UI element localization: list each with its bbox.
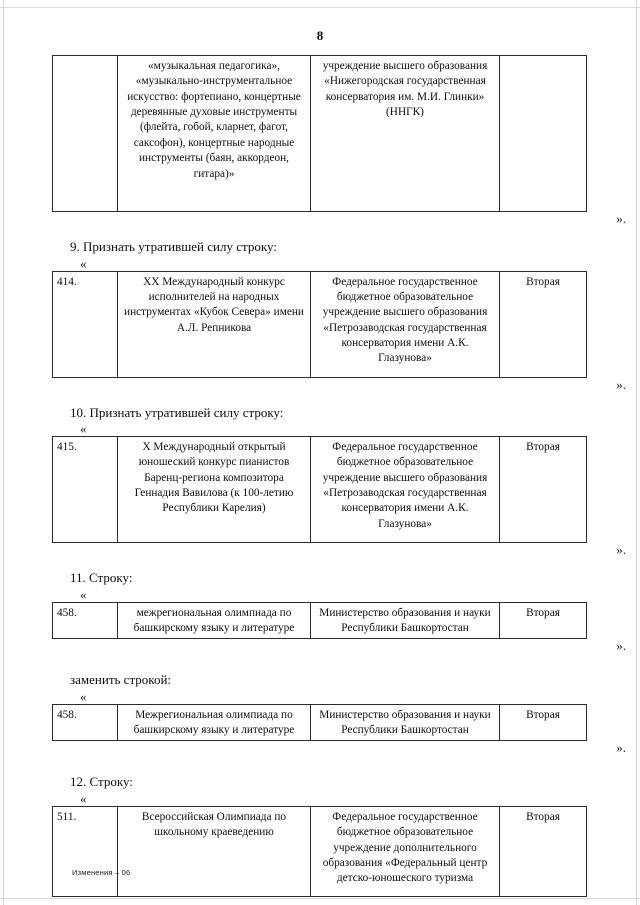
table-row: 511. Всероссийская Олимпиада по школьном…: [52, 805, 587, 897]
cell-category: Вторая: [499, 601, 587, 640]
cell-category: Вторая: [499, 805, 587, 897]
table-item-11: 458. межрегиональная олимпиада по башкир…: [52, 601, 587, 640]
table-item-11-replacement: 458. Межрегиональная олимпиада по башкир…: [52, 703, 587, 742]
paragraph-heading-10: 10. Признать утратившей силу строку:: [70, 404, 284, 420]
cell-number: 458.: [52, 601, 118, 640]
cell-name: межрегиональная олимпиада по башкирскому…: [117, 601, 311, 640]
cell-number: 458.: [52, 703, 118, 742]
quote-open-mark: «: [80, 421, 87, 436]
page-number: 8: [316, 28, 324, 43]
quote-close-mark: ».: [616, 376, 626, 392]
table-continued-top: «музыкальная педагогика», «музыкально-ин…: [52, 55, 587, 212]
paragraph-heading-9: 9. Признать утратившей силу строку:: [70, 239, 277, 254]
cell-category: [499, 55, 587, 212]
cell-category: Вторая: [499, 270, 587, 378]
cell-number: 414.: [52, 270, 118, 378]
footer-note: Изменения – 06: [72, 868, 131, 877]
cell-org: Федеральное государственное бюджетное об…: [310, 436, 500, 543]
table-row: «музыкальная педагогика», «музыкально-ин…: [52, 55, 587, 212]
cell-number: [52, 55, 118, 212]
quote-close-mark: ».: [616, 740, 626, 756]
cell-number: 511.: [52, 805, 118, 897]
cell-name: ХХ Международный конкурс исполнителей на…: [117, 270, 311, 378]
quote-open-mark: «: [80, 790, 87, 806]
cell-name: Х Международный открытый юношеский конку…: [117, 436, 311, 543]
table-row: 414. ХХ Международный конкурс исполнител…: [52, 270, 587, 378]
table-item-10: 415. Х Международный открытый юношеский …: [52, 436, 587, 543]
cell-org: Федеральное государственное бюджетное об…: [310, 805, 500, 897]
table-item-9: 414. ХХ Международный конкурс исполнител…: [52, 270, 587, 378]
cell-category: Вторая: [499, 703, 587, 742]
quote-open-mark: «: [80, 586, 87, 602]
quote-open-mark: «: [80, 688, 87, 704]
cell-number: 415.: [52, 436, 118, 543]
paragraph-heading-11: 11. Строку:: [70, 570, 133, 585]
cell-org: Министерство образования и науки Республ…: [310, 601, 500, 640]
cell-org: Федеральное государственное бюджетное об…: [310, 270, 500, 378]
quote-close-mark: ».: [616, 542, 626, 557]
cell-org: Министерство образования и науки Республ…: [310, 703, 500, 742]
table-row: 458. межрегиональная олимпиада по башкир…: [52, 601, 587, 640]
cell-name: Всероссийская Олимпиада по школьному кра…: [117, 805, 311, 897]
table-row: 458. Межрегиональная олимпиада по башкир…: [52, 703, 587, 742]
quote-close-mark: ».: [616, 211, 626, 226]
paragraph-heading-replace: заменить строкой:: [70, 672, 172, 688]
quote-close-mark: ».: [616, 638, 626, 654]
quote-open-mark: «: [80, 255, 87, 271]
document-content: «музыкальная педагогика», «музыкально-ин…: [0, 55, 640, 897]
cell-name: Межрегиональная олимпиада по башкирскому…: [117, 703, 311, 742]
cell-name: «музыкальная педагогика», «музыкально-ин…: [117, 55, 311, 212]
cell-category: Вторая: [499, 436, 587, 543]
table-item-12: 511. Всероссийская Олимпиада по школьном…: [52, 805, 587, 897]
table-row: 415. Х Международный открытый юношеский …: [52, 436, 587, 543]
cell-org: учреждение высшего образования «Нижегоро…: [310, 55, 500, 212]
paragraph-heading-12: 12. Строку:: [70, 774, 133, 790]
